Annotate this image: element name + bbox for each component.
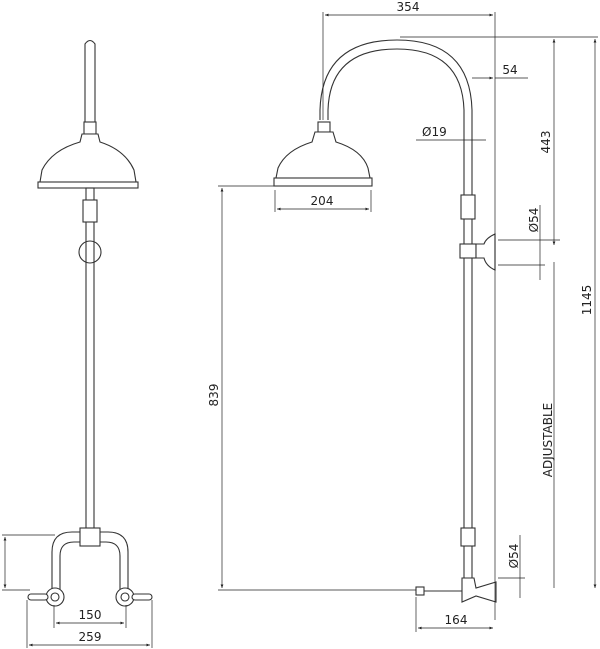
dim-164: 164: [445, 613, 468, 627]
front-shower-head: [39, 133, 137, 183]
upper-wall-bracket: [475, 233, 496, 271]
front-view: 150 259: [2, 39, 153, 648]
dim-diameter-54-bottom: Ø54: [507, 544, 521, 569]
lower-wall-bracket: [461, 577, 497, 603]
hot-tap-handle: [27, 593, 49, 601]
dim-839: 839: [207, 384, 221, 407]
dim-259: 259: [79, 630, 102, 644]
front-sleeve: [82, 199, 98, 223]
cold-tap-handle: [131, 593, 153, 601]
front-ring: [78, 240, 102, 264]
hot-tap-icon: [50, 592, 60, 602]
front-top-pipe: [84, 39, 96, 130]
lower-sleeve: [460, 527, 476, 547]
upper-clamp: [459, 243, 477, 259]
cold-tap-icon: [120, 592, 130, 602]
side-head-rim: [273, 177, 373, 187]
dim-150: 150: [79, 608, 102, 622]
side-shower-head: [275, 131, 371, 179]
side-head-connector: [317, 121, 331, 133]
dim-diameter-19: Ø19: [422, 125, 447, 139]
dim-diameter-54-top: Ø54: [527, 208, 541, 233]
front-head-rim: [37, 181, 139, 189]
dim-354: 354: [397, 0, 420, 14]
bottom-inlet: [415, 586, 425, 596]
side-sleeve: [460, 194, 476, 220]
dim-54-offset: 54: [502, 63, 517, 77]
front-crossbar-inner: [59, 541, 121, 590]
dim-443: 443: [539, 131, 553, 154]
adjustable-label: ADJUSTABLE: [541, 403, 555, 478]
dim-1145: 1145: [580, 285, 594, 316]
front-tee: [79, 527, 101, 547]
gooseneck-inner: [327, 48, 465, 590]
front-head-connector: [83, 121, 97, 135]
gooseneck-outer: [319, 39, 473, 590]
side-view: 354 54 Ø19 204 839 443 1145 Ø54 ADJUSTAB…: [207, 0, 598, 632]
dim-204: 204: [311, 194, 334, 208]
